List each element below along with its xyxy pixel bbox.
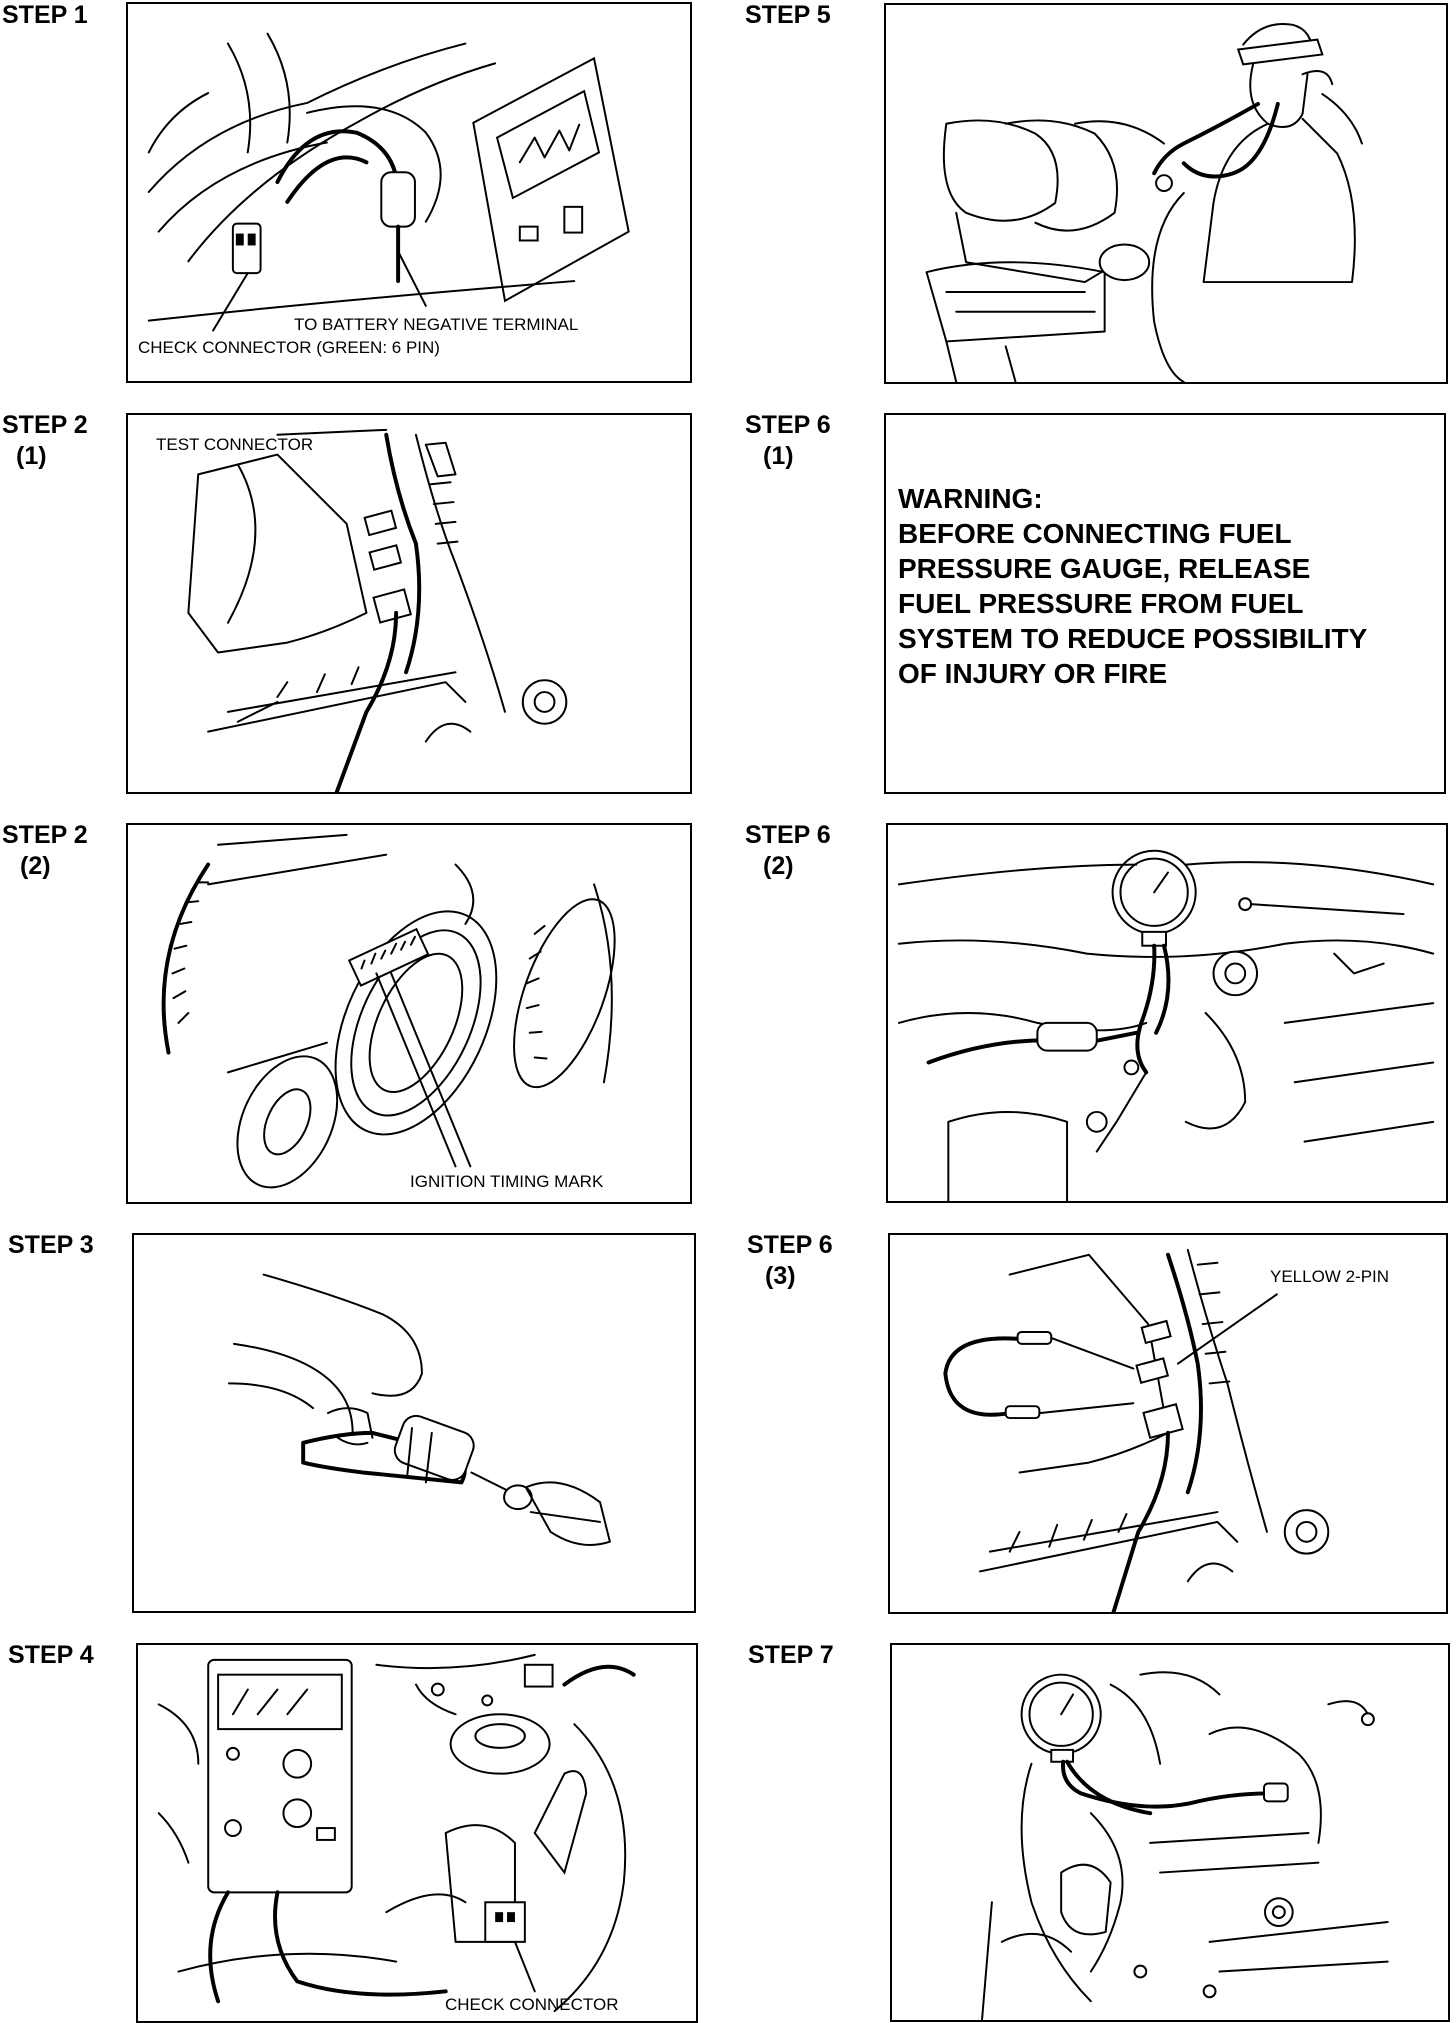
timing-light-hand-illustration (227, 1273, 611, 1547)
test-connector-illustration (187, 428, 568, 792)
step-7-illustration (890, 1643, 1450, 2022)
step-title: STEP 4 (8, 1641, 94, 1669)
step-5-illustration (884, 3, 1448, 384)
step-title: STEP 6 (747, 1231, 833, 1259)
step-title: STEP 7 (748, 1641, 834, 1669)
warning-line: PRESSURE GAUGE, RELEASE (898, 553, 1311, 584)
fuel-pressure-gauge-reading-illustration (981, 1671, 1389, 2020)
callout-battery-negative-terminal: TO BATTERY NEGATIVE TERMINAL (294, 315, 579, 334)
callout-test-connector: TEST CONNECTOR (156, 435, 314, 454)
step-4-illustration: CHECK CONNECTOR (136, 1643, 698, 2023)
self-diagnosis-checker-illustration (147, 32, 630, 332)
step-title: STEP 1 (2, 1, 88, 29)
callout-yellow-2-pin: YELLOW 2-PIN (1270, 1267, 1390, 1286)
warning-line: OF INJURY OR FIRE (898, 658, 1168, 689)
step-7-label: STEP 7 (748, 1640, 834, 1671)
step-6-1-label: STEP 6 (1) (745, 410, 831, 472)
step-title: STEP 2 (2, 411, 88, 439)
callout-ignition-timing-mark: IGNITION TIMING MARK (410, 1172, 604, 1191)
fuel-pressure-gauge-connection-illustration (897, 849, 1435, 1201)
step-6-2-illustration (886, 823, 1448, 1203)
step-6-3-illustration: YELLOW 2-PIN (888, 1233, 1448, 1614)
warning-heading: WARNING: (898, 483, 1043, 514)
warning-line: SYSTEM TO REDUCE POSSIBILITY (898, 623, 1368, 654)
warning-line: BEFORE CONNECTING FUEL (898, 518, 1292, 549)
step-2-2-illustration: IGNITION TIMING MARK (126, 823, 692, 1204)
tester-check-connector-illustration (157, 1653, 636, 2013)
yellow-2-pin-connector-jumper-illustration (943, 1248, 1330, 1612)
step-subtitle: (1) (763, 442, 794, 470)
step-4-label: STEP 4 (8, 1640, 94, 1671)
step-1-illustration: TO BATTERY NEGATIVE TERMINAL CHECK CONNE… (126, 2, 692, 383)
step-subtitle: (3) (765, 1262, 796, 1290)
fuel-pressure-warning: WARNING: BEFORE CONNECTING FUEL PRESSURE… (898, 481, 1367, 691)
step-5-label: STEP 5 (745, 0, 831, 31)
step-2-1-label: STEP 2 (1) (2, 410, 88, 472)
step-1-label: STEP 1 (2, 0, 88, 31)
step-title: STEP 6 (745, 821, 831, 849)
step-subtitle: (2) (763, 852, 794, 880)
step-2-2-label: STEP 2 (2) (2, 820, 88, 882)
step-title: STEP 3 (8, 1231, 94, 1259)
callout-check-connector-green-6-pin: CHECK CONNECTOR (GREEN: 6 PIN) (138, 338, 440, 357)
stethoscope-mechanic-illustration (925, 23, 1363, 382)
step-title: STEP 6 (745, 411, 831, 439)
step-title: STEP 2 (2, 821, 88, 849)
step-6-3-label: STEP 6 (3) (747, 1230, 833, 1292)
step-subtitle: (1) (16, 442, 47, 470)
ignition-timing-mark-illustration (161, 833, 616, 1189)
callout-check-connector: CHECK CONNECTOR (445, 1995, 619, 2014)
step-6-2-label: STEP 6 (2) (745, 820, 831, 882)
step-6-1-warning-box: WARNING: BEFORE CONNECTING FUEL PRESSURE… (884, 413, 1446, 794)
warning-line: FUEL PRESSURE FROM FUEL (898, 588, 1304, 619)
step-3-label: STEP 3 (8, 1230, 94, 1261)
step-subtitle: (2) (20, 852, 51, 880)
step-3-illustration (132, 1233, 696, 1613)
step-2-1-illustration: TEST CONNECTOR (126, 413, 692, 794)
step-title: STEP 5 (745, 1, 831, 29)
